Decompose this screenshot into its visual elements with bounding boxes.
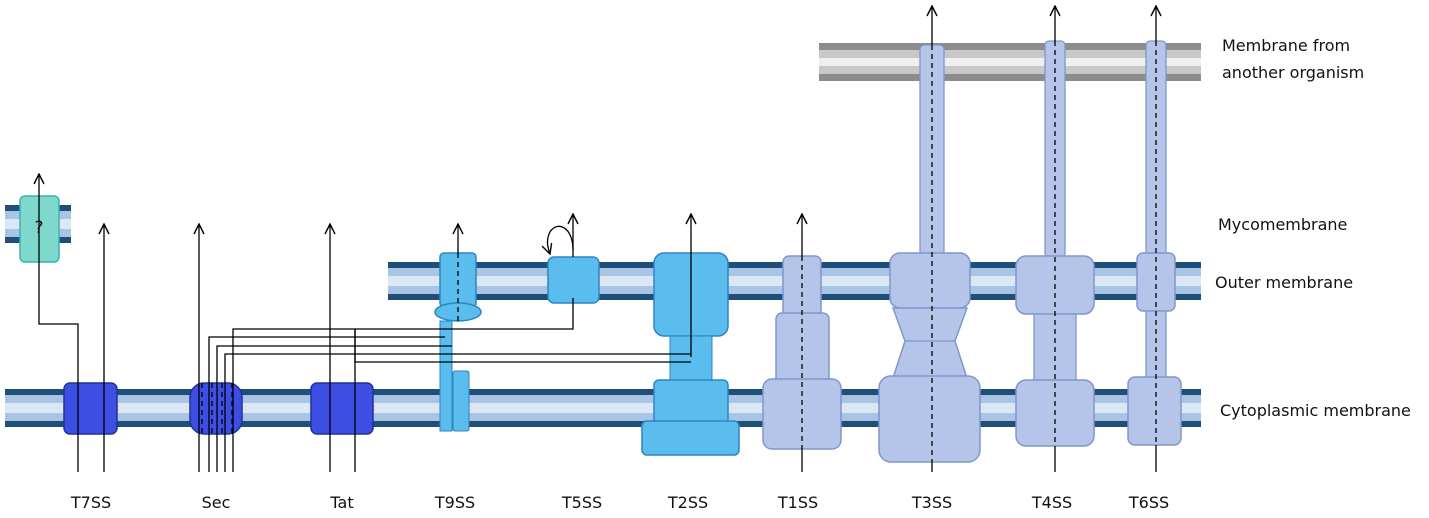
membrane-from-another-organism	[819, 43, 1201, 81]
t2ss-system	[641, 214, 740, 456]
sec-translocon	[189, 382, 243, 435]
t5ss-system	[547, 214, 600, 304]
t3ss-outer-ring	[889, 252, 971, 309]
t5ss-autotransporter	[547, 256, 600, 304]
sec-to-t9ss	[216, 345, 452, 472]
t6ss-system	[1127, 6, 1182, 472]
system-label-t6ss: T6SS	[1128, 493, 1169, 512]
t4ss-system	[1015, 6, 1095, 472]
sec-to-t5ss	[232, 298, 574, 472]
t3ss-system	[878, 6, 981, 472]
t9ss-inner-stalk	[439, 320, 453, 432]
system-label-t4ss: T4SS	[1031, 493, 1072, 512]
sec-routing-lines	[208, 298, 691, 472]
system-labels: T7SS Sec Tat T9SS T5SS T2SS T1SS T3SS T4…	[70, 493, 1169, 512]
label-cytoplasmic-membrane: Cytoplasmic membrane	[1220, 401, 1411, 420]
tat-to-t2ss	[354, 329, 691, 363]
system-label-t3ss: T3SS	[911, 493, 952, 512]
tat-system	[310, 224, 374, 472]
t9ss-system	[434, 224, 482, 432]
system-label-t7ss: T7SS	[70, 493, 111, 512]
t5ss-loop-arrow	[547, 225, 574, 254]
sec-system	[189, 224, 243, 472]
label-other-organism-line2: another organism	[1222, 63, 1364, 82]
label-other-organism-line1: Membrane from	[1222, 36, 1350, 55]
t7ss-cytoplasmic-channel	[63, 382, 118, 435]
t2ss-atpase	[641, 420, 740, 456]
label-mycomembrane: Mycomembrane	[1218, 215, 1347, 234]
t7ss-system: ?	[19, 174, 118, 472]
system-label-t2ss: T2SS	[667, 493, 708, 512]
system-label-t5ss: T5SS	[561, 493, 602, 512]
t6ss-baseplate	[1127, 376, 1182, 446]
label-outer-membrane: Outer membrane	[1215, 273, 1353, 292]
system-label-t1ss: T1SS	[777, 493, 818, 512]
sec-to-t2ss	[224, 353, 691, 472]
t7ss-path-a	[39, 174, 79, 472]
system-label-sec: Sec	[202, 493, 231, 512]
t3ss-hourglass	[891, 307, 969, 379]
t2ss-inner-platform	[653, 379, 729, 425]
system-label-tat: Tat	[329, 493, 353, 512]
t9ss-inner-component	[452, 370, 470, 432]
t1ss-system	[762, 214, 842, 472]
tat-translocon	[310, 382, 374, 435]
sec-to-t7ss-mycomembrane	[208, 336, 445, 472]
t2ss-pseudopilus	[669, 335, 713, 383]
system-label-t9ss: T9SS	[434, 493, 475, 512]
t3ss-basal-body	[878, 375, 981, 463]
